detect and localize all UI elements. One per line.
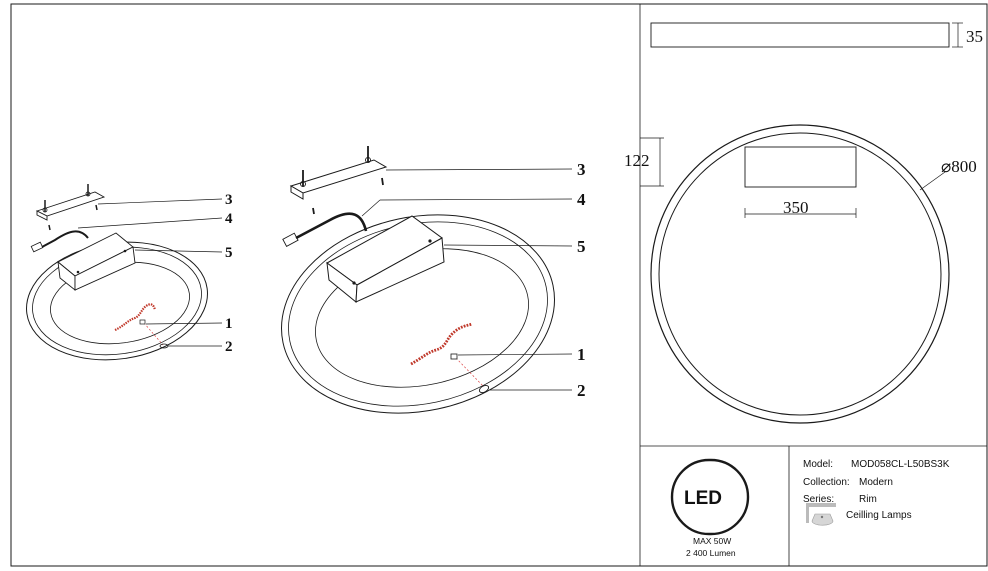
side-view: 35 bbox=[650, 22, 983, 48]
lamp-category: Ceilling Lamps bbox=[846, 510, 912, 521]
led-logo-icon bbox=[670, 458, 750, 536]
model-value: MOD058CL-L50BS3K bbox=[851, 459, 950, 470]
led-logo-text: LED bbox=[684, 488, 722, 509]
callout-small-2: 2 bbox=[225, 339, 233, 355]
callout-large-3: 3 bbox=[577, 160, 586, 179]
max-power: MAX 50W bbox=[693, 536, 731, 546]
cable-small bbox=[41, 230, 89, 248]
wire-large bbox=[410, 322, 473, 366]
dim-box-width: 350 bbox=[783, 198, 809, 217]
callout-large-5: 5 bbox=[577, 237, 586, 256]
series-value: Rim bbox=[859, 494, 877, 505]
connector-large bbox=[282, 232, 299, 247]
dim-height: 35 bbox=[966, 27, 983, 46]
series-label: Series: bbox=[803, 494, 834, 505]
guide-line-small bbox=[143, 322, 164, 346]
dim-box-height: 122 bbox=[624, 151, 650, 170]
collection-label: Collection: bbox=[803, 477, 850, 488]
mounting-bracket-large bbox=[289, 146, 388, 215]
ceiling-lamp-icon bbox=[806, 503, 836, 526]
model-label: Model: bbox=[803, 459, 833, 470]
collection-value: Modern bbox=[859, 477, 893, 488]
side-profile bbox=[650, 22, 950, 48]
callout-small-5: 5 bbox=[225, 245, 233, 261]
exploded-view-large: 3 4 5 1 2 bbox=[281, 146, 586, 414]
mounting-bracket-small bbox=[35, 184, 106, 231]
callout-small-4: 4 bbox=[225, 211, 233, 227]
ring-outer bbox=[650, 124, 950, 424]
exploded-view-small: 3 4 5 1 2 bbox=[26, 184, 233, 361]
dim-diameter: ⌀800 bbox=[941, 157, 977, 176]
title-block: LED MAX 50W 2 400 Lumen Model: MOD058CL-… bbox=[640, 445, 987, 566]
connector-small bbox=[30, 241, 44, 253]
callout-large-4: 4 bbox=[577, 190, 586, 209]
sheet-border bbox=[10, 3, 988, 567]
guide-line-large bbox=[455, 357, 484, 387]
callout-large-1: 1 bbox=[577, 345, 586, 364]
cable-large bbox=[295, 212, 368, 240]
ring-inner bbox=[658, 132, 942, 416]
callout-small-3: 3 bbox=[225, 192, 233, 208]
wire-small bbox=[114, 303, 157, 332]
driver-box-large bbox=[326, 215, 445, 304]
top-view: 122 350 ⌀800 bbox=[624, 124, 977, 424]
driver-box-small bbox=[57, 232, 136, 291]
lumen-output: 2 400 Lumen bbox=[686, 548, 736, 558]
driver-box-top bbox=[744, 146, 857, 188]
outer-ring-large bbox=[281, 214, 555, 414]
callout-small-1: 1 bbox=[225, 316, 233, 332]
callout-large-2: 2 bbox=[577, 381, 586, 400]
